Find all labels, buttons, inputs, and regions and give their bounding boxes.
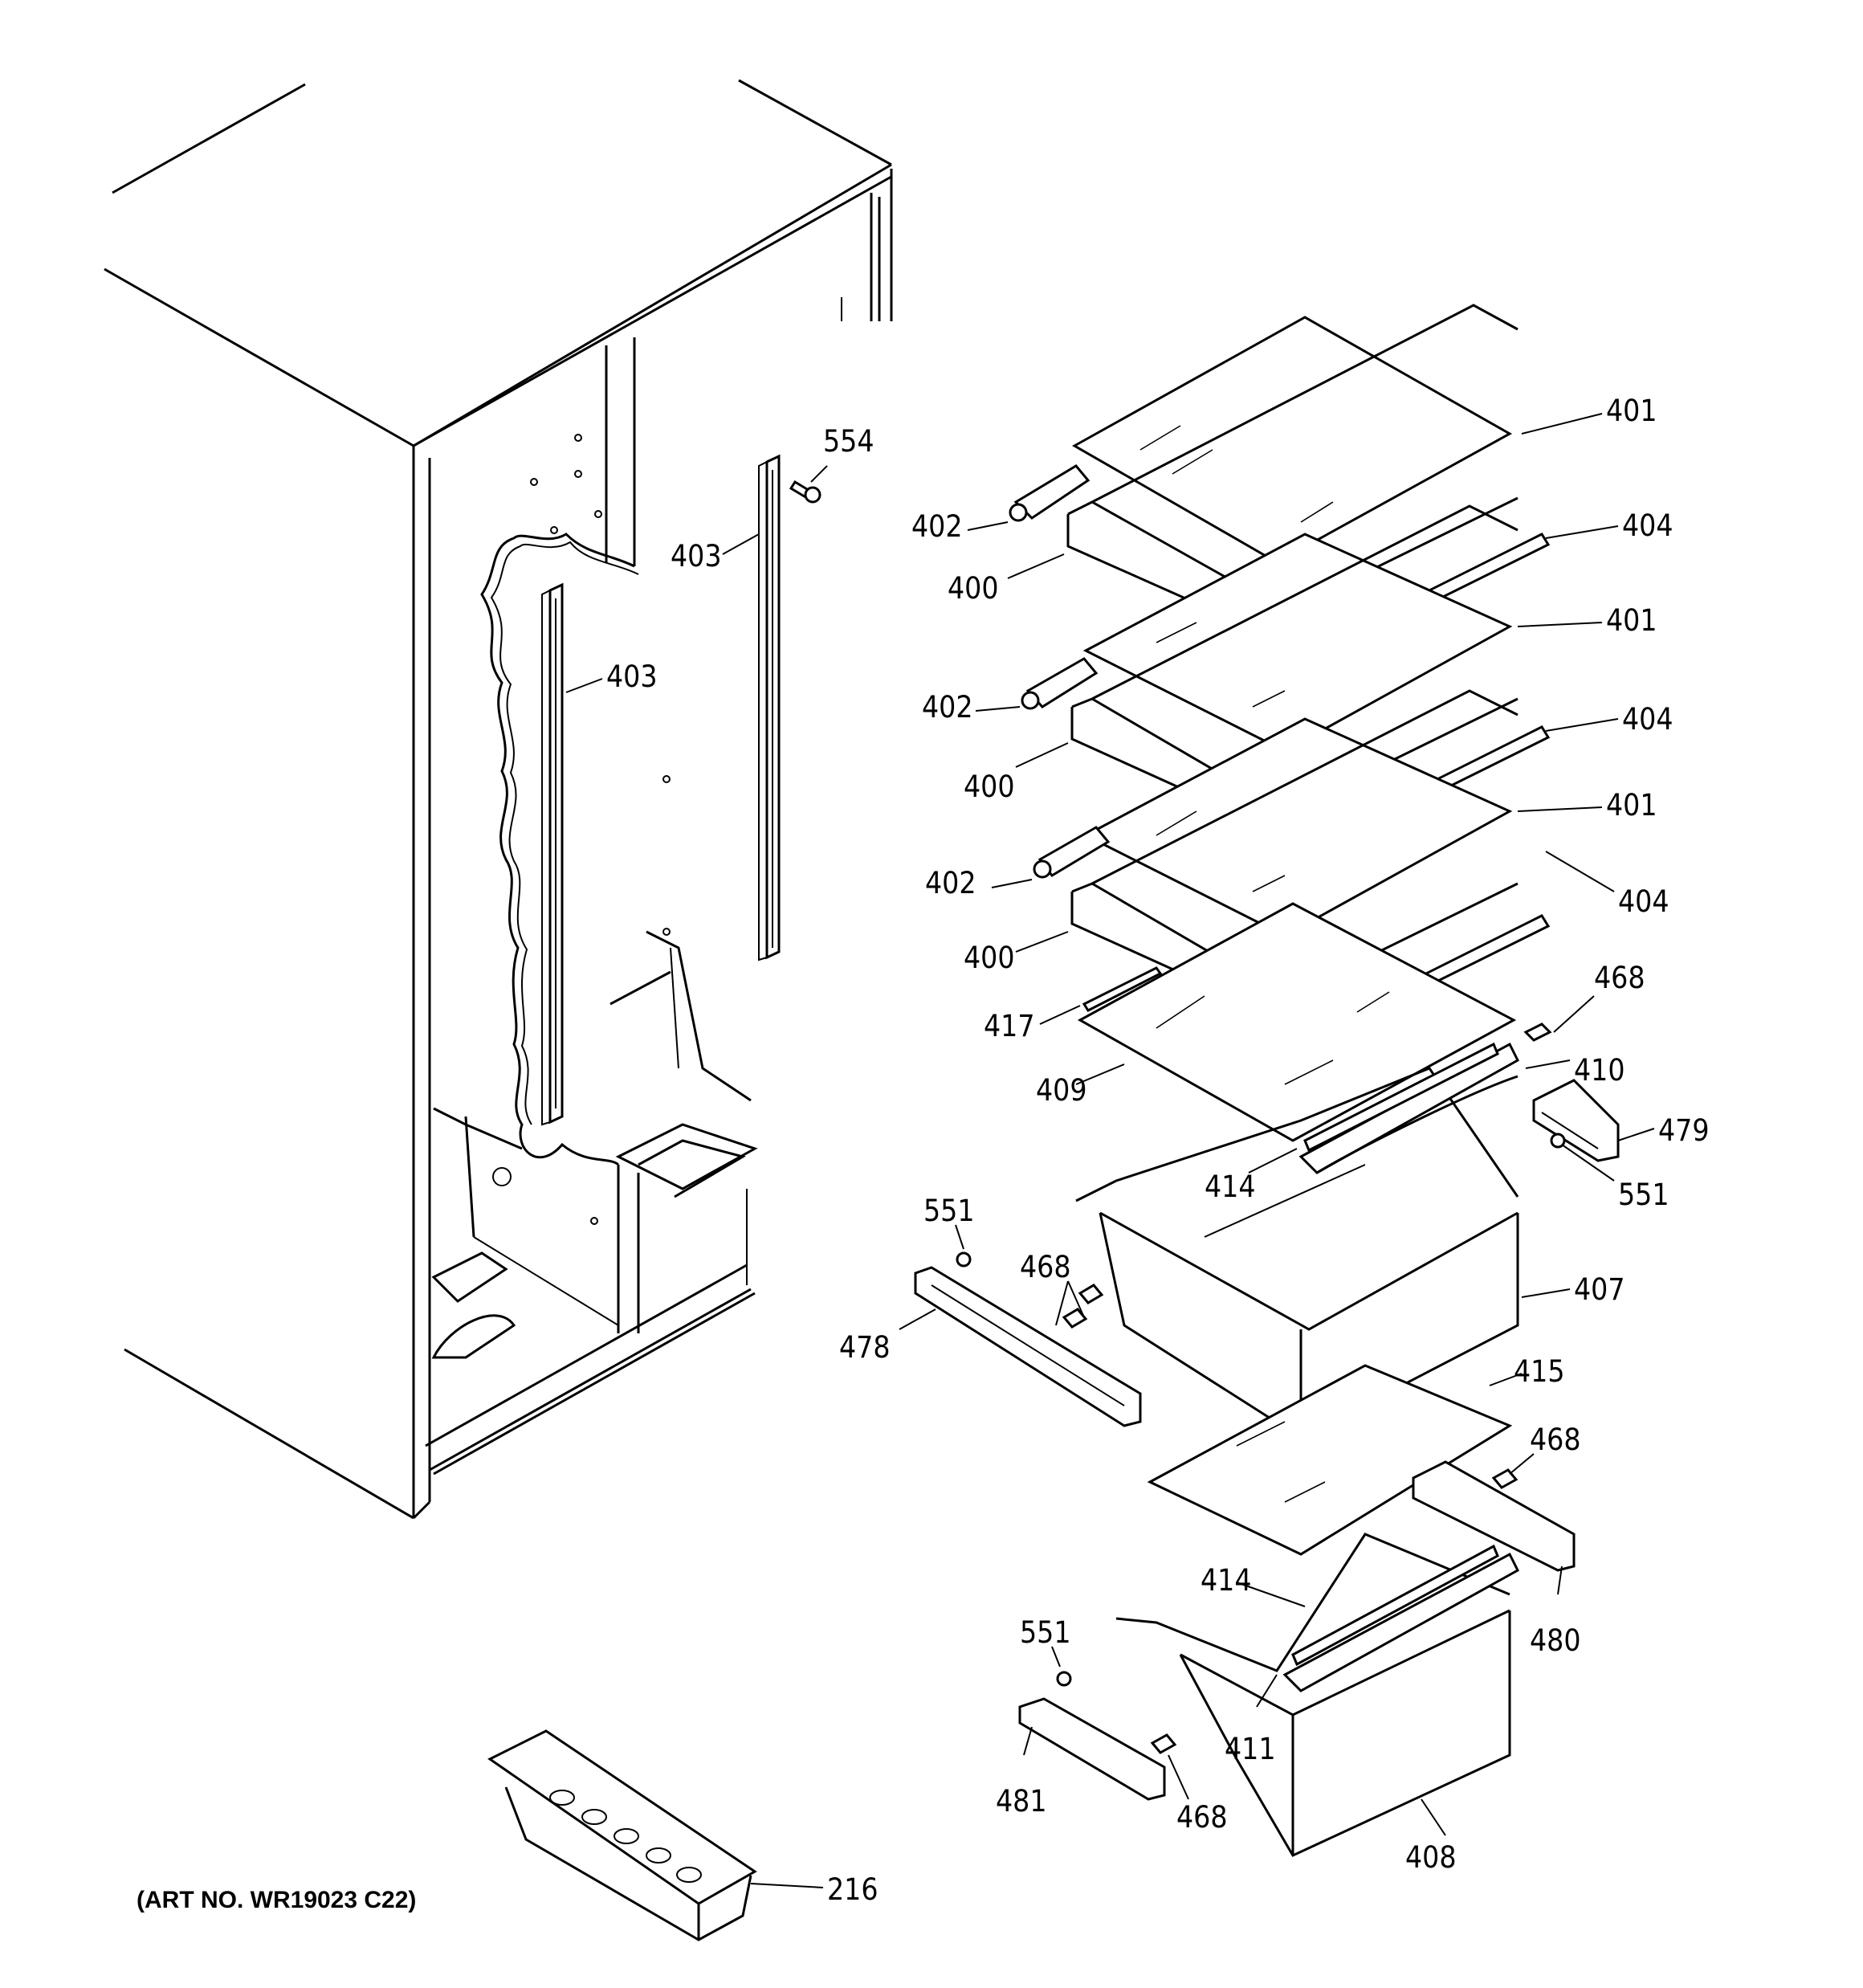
callout-401: 401 — [1606, 788, 1657, 823]
callout-468: 468 — [1176, 1800, 1228, 1835]
door-bin-216 — [487, 1729, 757, 1941]
callout-411: 411 — [1225, 1732, 1276, 1766]
callout-415: 415 — [1514, 1354, 1565, 1389]
callout-478: 478 — [839, 1330, 891, 1365]
shelf-rail-left — [541, 582, 564, 1126]
crisper-cover-glass-409 — [1077, 902, 1517, 1142]
callout-labels: 401 401 401 402 402 402 400 400 400 404 … — [606, 394, 1710, 1907]
callout-468: 468 — [1020, 1250, 1071, 1284]
refrigerator-cabinet — [104, 79, 893, 1520]
drawer-slide-right-lower-480 — [1412, 1460, 1576, 1572]
art-number-caption: (ART NO. WR19023 C22) — [137, 1887, 416, 1913]
callout-403: 403 — [606, 659, 658, 694]
screw-554 — [789, 480, 821, 504]
callout-554: 554 — [823, 424, 874, 459]
callout-402: 402 — [911, 509, 963, 544]
callout-401: 401 — [1606, 603, 1657, 638]
callout-407: 407 — [1574, 1272, 1625, 1307]
leader-lines — [565, 413, 1655, 1888]
callout-410: 410 — [1574, 1053, 1625, 1088]
shelf-rail-right — [758, 454, 781, 961]
callout-401: 401 — [1606, 394, 1657, 428]
callout-402: 402 — [922, 690, 973, 725]
callout-414: 414 — [1201, 1563, 1252, 1598]
callout-400: 400 — [964, 941, 1015, 975]
callout-408: 408 — [1405, 1840, 1457, 1875]
drawer-slide-left-upper-478 — [914, 1266, 1142, 1427]
callout-404: 404 — [1618, 884, 1669, 919]
glass-cover-415 — [1147, 1364, 1513, 1556]
callout-400: 400 — [964, 769, 1015, 804]
callout-551: 551 — [1618, 1178, 1669, 1212]
crisper-drawer-lower-408 — [1115, 1533, 1519, 1857]
callout-216: 216 — [827, 1872, 879, 1907]
callout-409: 409 — [1036, 1073, 1087, 1108]
callout-400: 400 — [948, 571, 999, 606]
slide-caps-468 — [1062, 1023, 1552, 1754]
callout-402: 402 — [925, 866, 976, 900]
callout-468: 468 — [1530, 1423, 1581, 1457]
drawer-slide-right-upper-479 — [1532, 1079, 1620, 1162]
callout-404: 404 — [1622, 702, 1673, 737]
callout-479: 479 — [1658, 1113, 1710, 1148]
callout-480: 480 — [1530, 1623, 1581, 1658]
drawer-slide-left-lower-481 — [1018, 1697, 1166, 1801]
callout-468: 468 — [1594, 961, 1645, 995]
callout-414: 414 — [1205, 1170, 1256, 1204]
callout-417: 417 — [984, 1009, 1035, 1043]
callout-551: 551 — [1020, 1615, 1071, 1650]
callout-404: 404 — [1622, 508, 1673, 543]
callout-403: 403 — [671, 539, 722, 574]
callout-551: 551 — [923, 1194, 975, 1228]
callout-481: 481 — [996, 1784, 1047, 1819]
screws-551 — [956, 1133, 1566, 1687]
